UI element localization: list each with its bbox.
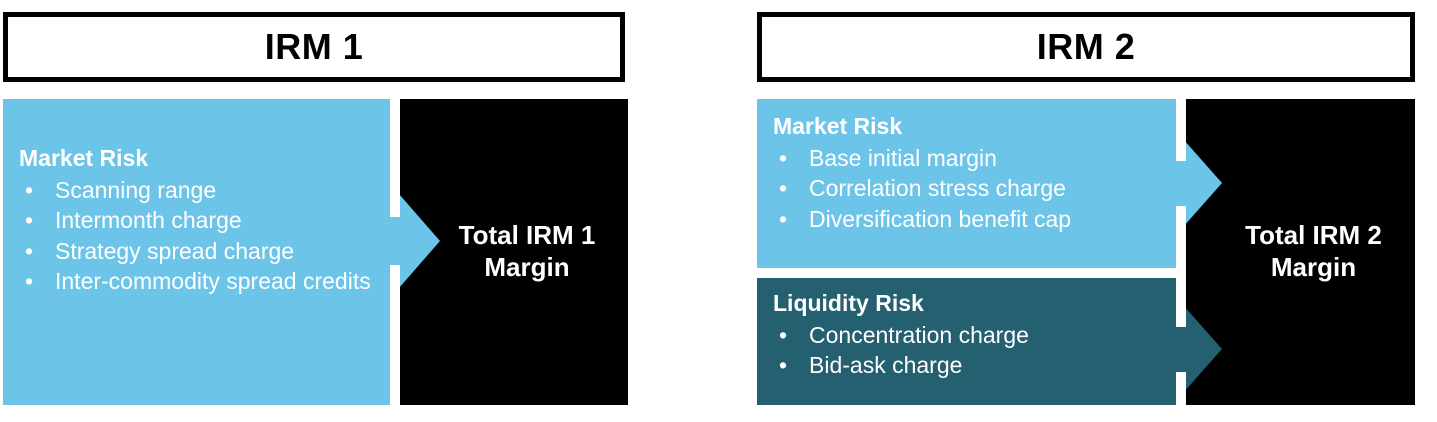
panel-gap-irm2-middle xyxy=(1176,206,1186,327)
bullet-icon: • xyxy=(25,176,34,203)
risk-list-irm2-liquidity-risk: • Concentration charge • Bid-ask charge xyxy=(773,320,1162,381)
risk-item-label: Correlation stress charge xyxy=(809,175,1066,202)
risk-item-label: Bid-ask charge xyxy=(809,352,963,379)
bullet-icon: • xyxy=(779,175,788,202)
panel-title-irm2: IRM 2 xyxy=(1036,26,1136,67)
result-label-irm2: Total IRM 2 Margin xyxy=(1245,220,1382,282)
risk-box-irm1-market-risk: Market Risk • Scanning range • Intermont… xyxy=(3,99,390,405)
panel-gap-irm2-bottom xyxy=(1176,372,1186,405)
risk-list-item: • Diversification benefit cap xyxy=(773,204,1162,235)
panel-gap-irm1-top xyxy=(390,99,400,217)
bullet-icon: • xyxy=(779,205,788,232)
risk-item-label: Strategy spread charge xyxy=(55,237,295,264)
risk-heading-irm1-market-risk: Market Risk xyxy=(19,145,149,171)
result-box-irm1: Total IRM 1 Margin xyxy=(400,99,628,405)
bullet-icon: • xyxy=(779,321,788,348)
risk-box-irm2-liquidity-risk: Liquidity Risk • Concentration charge • … xyxy=(757,278,1176,405)
risk-list-item: • Correlation stress charge xyxy=(773,173,1162,204)
risk-item-label: Concentration charge xyxy=(809,321,1029,348)
risk-item-label: Base initial margin xyxy=(809,144,997,171)
panel-title-box-irm2: IRM 2 xyxy=(757,12,1415,82)
panel-gap-irm2-top xyxy=(1176,99,1186,161)
bullet-icon: • xyxy=(25,207,34,234)
risk-item-label: Diversification benefit cap xyxy=(809,205,1072,232)
panel-gap-irm2-horizontal xyxy=(757,268,1176,278)
result-label-irm1: Total IRM 1 Margin xyxy=(458,220,596,282)
bullet-icon: • xyxy=(25,237,34,264)
risk-list-irm2-market-risk: • Base initial margin • Correlation stre… xyxy=(773,143,1162,235)
risk-heading-irm2-market-risk: Market Risk xyxy=(773,113,903,139)
risk-box-irm2-market-risk: Market Risk • Base initial margin • Corr… xyxy=(757,99,1176,268)
panel-gap-irm1-bottom xyxy=(390,265,400,405)
risk-item-label: Scanning range xyxy=(55,176,217,203)
risk-item-label: Intermonth charge xyxy=(55,207,242,234)
risk-list-item: • Intermonth charge xyxy=(19,205,376,236)
result-box-irm2: Total IRM 2 Margin xyxy=(1186,99,1415,405)
risk-list-item: • Scanning range xyxy=(19,175,376,206)
risk-list-irm1-market-risk: • Scanning range • Intermonth charge • S… xyxy=(19,175,376,297)
risk-list-item: • Inter-commodity spread credits xyxy=(19,266,376,297)
risk-item-label: Inter-commodity spread credits xyxy=(55,268,371,295)
risk-list-item: • Base initial margin xyxy=(773,143,1162,174)
risk-list-item: • Bid-ask charge xyxy=(773,350,1162,381)
panel-title-irm1: IRM 1 xyxy=(264,26,364,67)
bullet-icon: • xyxy=(25,268,34,295)
risk-list-item: • Strategy spread charge xyxy=(19,236,376,267)
risk-list-item: • Concentration charge xyxy=(773,320,1162,351)
risk-heading-irm2-liquidity-risk: Liquidity Risk xyxy=(773,290,924,316)
panel-title-box-irm1: IRM 1 xyxy=(3,12,625,82)
bullet-icon: • xyxy=(779,144,788,171)
bullet-icon: • xyxy=(779,352,788,379)
